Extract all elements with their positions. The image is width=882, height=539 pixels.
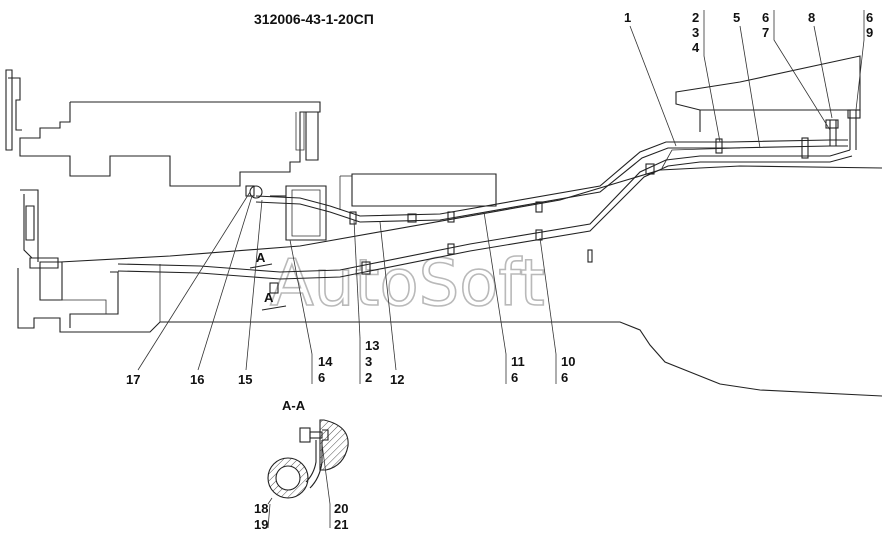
section-label: А-А [282, 398, 306, 413]
callout-6e: 6 [561, 370, 568, 385]
section-detail: А-А 18 19 20 21 [254, 398, 349, 532]
callout-10: 10 [561, 354, 575, 369]
callout-6b: 6 [866, 10, 873, 25]
callout-11: 11 [511, 354, 525, 369]
callout-12: 12 [390, 372, 404, 387]
drawing-title: 312006-43-1-20СП [254, 11, 374, 27]
callout-6a: 6 [762, 10, 769, 25]
callout-7: 7 [762, 25, 769, 40]
callout-3b: 3 [365, 354, 372, 369]
callout-16: 16 [190, 372, 204, 387]
svg-text:А: А [256, 250, 266, 265]
pipe-clamps [245, 109, 861, 294]
pipeline-upper [255, 139, 848, 223]
callout-2b: 2 [365, 370, 372, 385]
callout-20: 20 [334, 501, 348, 516]
callout-5: 5 [733, 10, 740, 25]
callout-1: 1 [624, 10, 631, 25]
pipe-end-riser [829, 110, 857, 150]
callout-9: 9 [866, 25, 873, 40]
callout-15: 15 [238, 372, 252, 387]
callout-19: 19 [254, 517, 268, 532]
svg-text:А: А [264, 290, 274, 305]
top-callouts: 1 2 3 4 5 6 7 8 6 9 [624, 10, 873, 149]
bottom-callouts: 17 16 15 14 6 13 3 2 12 11 6 10 6 [126, 191, 575, 387]
callout-3: 3 [692, 25, 699, 40]
callout-13: 13 [365, 338, 379, 353]
callout-14: 14 [318, 354, 333, 369]
callout-8: 8 [808, 10, 815, 25]
callout-17: 17 [126, 372, 140, 387]
callout-6d: 6 [511, 370, 518, 385]
callout-2: 2 [692, 10, 699, 25]
frame-outline [5, 55, 882, 397]
callout-4: 4 [692, 40, 700, 55]
callout-21: 21 [334, 517, 348, 532]
callout-18: 18 [254, 501, 268, 516]
callout-6c: 6 [318, 370, 325, 385]
pipeline-lower [117, 149, 853, 280]
watermark: AutoSoft [270, 247, 545, 321]
section-marks: А А [249, 250, 287, 311]
